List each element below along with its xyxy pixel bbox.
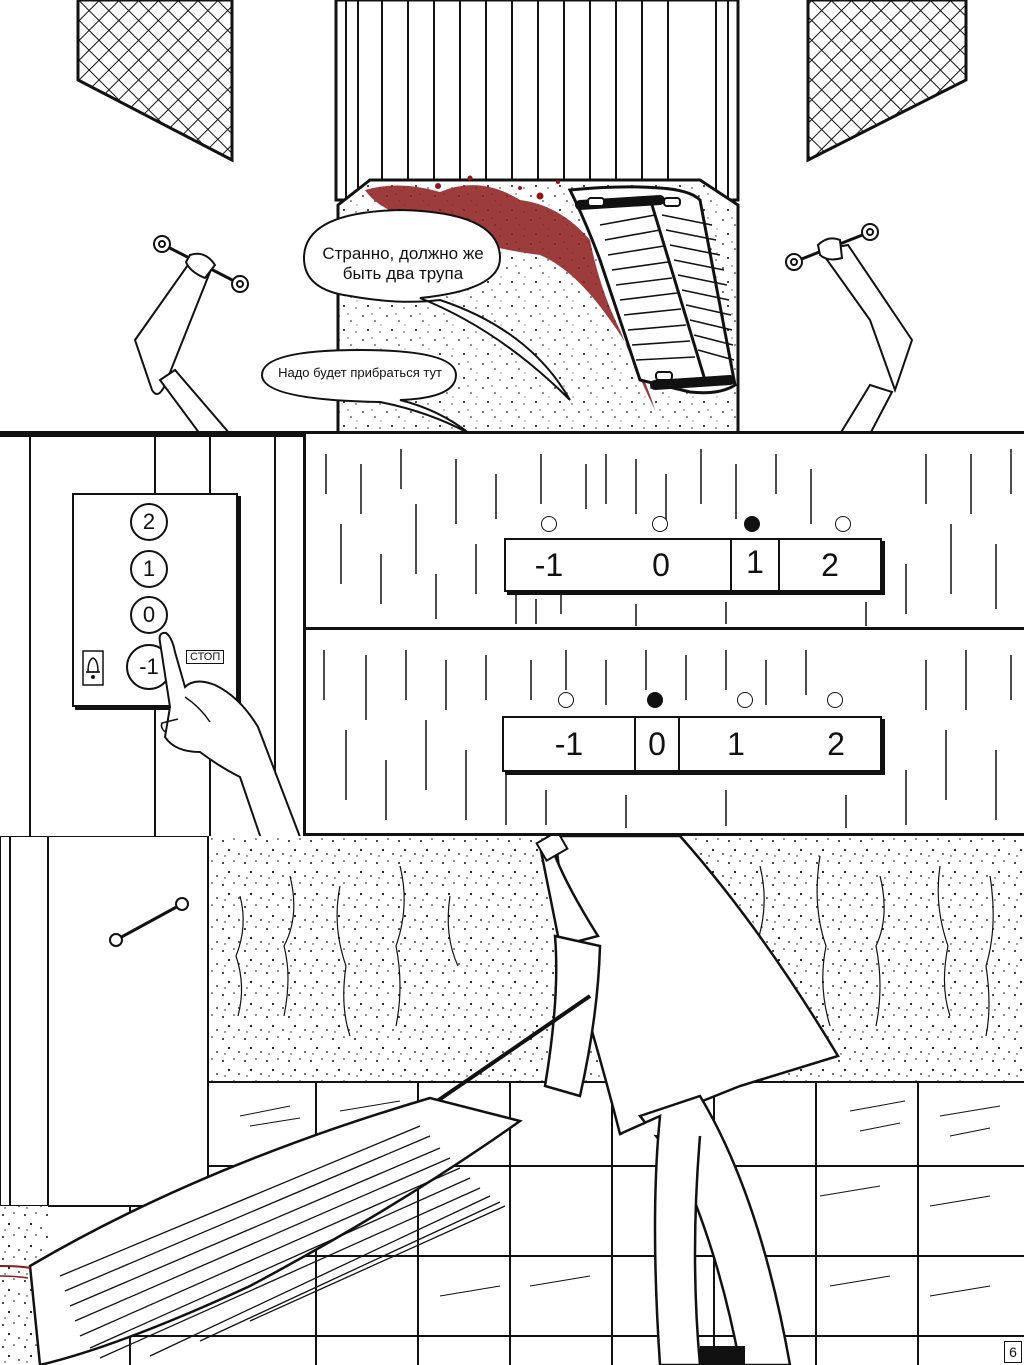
indicator-lamp-1 <box>744 516 760 532</box>
panel-elevator-interior: Странно, должно же быть два трупа Надо б… <box>0 0 1024 434</box>
indicator-floor-0: 0 <box>652 546 670 583</box>
indicator-lamp-minus-1 <box>541 516 557 532</box>
floor-button-2[interactable]: 2 <box>130 503 168 541</box>
indicator-floor-minus-1: -1 <box>554 725 584 762</box>
panel-button-press: 2 1 0 -1 СТОП <box>0 434 306 862</box>
stop-button-label[interactable]: СТОП <box>186 650 225 664</box>
panel-floor-indicator-upper: -1 0 1 2 <box>306 434 1024 630</box>
indicator-floor-minus-1: -1 <box>534 546 564 583</box>
speech-bubble-2-shape <box>260 348 471 434</box>
wall-texture <box>325 449 1012 626</box>
indicator-floor-1: 1 <box>730 540 780 590</box>
floor-button-1[interactable]: 1 <box>130 550 168 588</box>
right-arm <box>785 223 914 434</box>
indicator-floor-0: 0 <box>634 718 680 770</box>
speech-bubble-2: Надо будет прибраться тут <box>278 365 442 380</box>
floor-indicator-display: -1 0 1 2 <box>502 716 882 772</box>
floor-scratches <box>239 1100 1001 1297</box>
floor-indicator-display: -1 0 1 2 <box>504 538 882 592</box>
right-mesh-window <box>806 0 968 163</box>
left-mesh-window <box>76 0 234 163</box>
left-arm <box>133 235 249 434</box>
indicator-lamp-0 <box>647 692 663 708</box>
indicator-lamp-2 <box>835 516 851 532</box>
indicator-floor-2: 2 <box>827 725 845 762</box>
indicator-lamp-1 <box>737 692 753 708</box>
body-bag <box>567 185 737 395</box>
floor-button-0[interactable]: 0 <box>130 596 168 634</box>
page-number: 6 <box>1004 1341 1022 1363</box>
door-rail <box>109 897 189 947</box>
blood-stain <box>365 185 655 410</box>
speech-bubble-1-shape <box>302 208 571 401</box>
indicator-lamp-0 <box>652 516 668 532</box>
back-wall-planks <box>345 0 729 200</box>
panel-floor-indicator-lower: -1 0 1 2 <box>306 630 1024 836</box>
janitor-figure <box>538 836 840 1365</box>
indicator-floor-1: 1 <box>727 725 745 762</box>
indicator-floor-2: 2 <box>821 546 839 583</box>
elevator-interior-drawing <box>76 0 968 434</box>
indicator-lamp-2 <box>827 692 843 708</box>
wall-texture <box>323 650 1012 828</box>
hallway-drawing <box>0 836 1024 1365</box>
pointing-hand <box>158 631 302 859</box>
bell-icon[interactable] <box>82 650 104 686</box>
panel-mopping-hallway: 6 <box>0 836 1024 1365</box>
mop-strands <box>59 1125 506 1359</box>
indicator-lamp-minus-1 <box>558 692 574 708</box>
speech-bubble-1: Странно, должно же быть два трупа <box>322 244 484 283</box>
